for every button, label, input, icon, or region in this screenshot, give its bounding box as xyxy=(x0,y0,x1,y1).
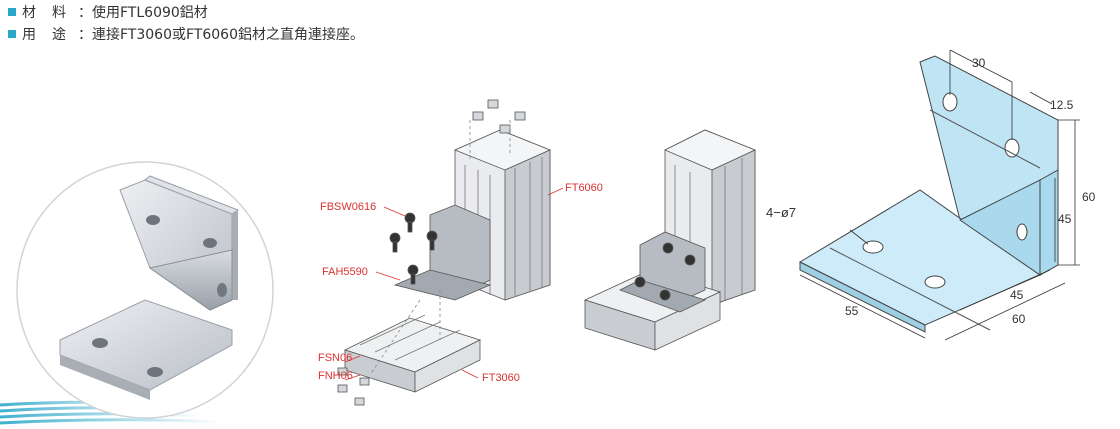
dim-45-right: 45 xyxy=(1058,212,1072,226)
label-fbsw0616: FBSW0616 xyxy=(320,201,377,213)
dim-holes: 4−ø7 xyxy=(766,205,796,220)
dim-30: 30 xyxy=(972,56,986,70)
spec-usage-sep: ： xyxy=(78,27,92,43)
spec-usage: 用 途 ： 連接FT3060或FT6060鋁材之直角連接座。 xyxy=(8,24,364,44)
spec-material-value: 使用FTL6090鋁材 xyxy=(92,5,208,21)
assembled-view xyxy=(583,129,757,351)
dim-60-right: 60 xyxy=(1082,190,1096,204)
dimension-drawing xyxy=(798,49,1080,341)
label-fah5590: FAH5590 xyxy=(322,266,368,278)
label-ft6060: FT6060 xyxy=(565,182,603,194)
bullet-square-icon xyxy=(8,30,16,38)
spec-material-sep: ： xyxy=(78,5,92,21)
spec-material: 材 料 ： 使用FTL6090鋁材 xyxy=(8,2,208,22)
spec-usage-value: 連接FT3060或FT6060鋁材之直角連接座。 xyxy=(92,27,364,43)
spec-usage-label: 用 途 xyxy=(22,27,67,43)
label-fsn06: FSN06 xyxy=(318,352,353,364)
dim-55: 55 xyxy=(845,304,859,318)
exploded-assembly xyxy=(337,99,564,406)
dim-60-bottom: 60 xyxy=(1012,312,1026,326)
product-photo xyxy=(16,161,274,419)
bullet-square-icon xyxy=(8,8,16,16)
spec-material-label: 材 料 xyxy=(22,5,67,21)
label-ft3060: FT3060 xyxy=(482,372,520,384)
dim-12-5: 12.5 xyxy=(1050,98,1074,112)
label-fnh06: FNH06 xyxy=(318,370,353,382)
dim-45-bottom: 45 xyxy=(1010,288,1024,302)
